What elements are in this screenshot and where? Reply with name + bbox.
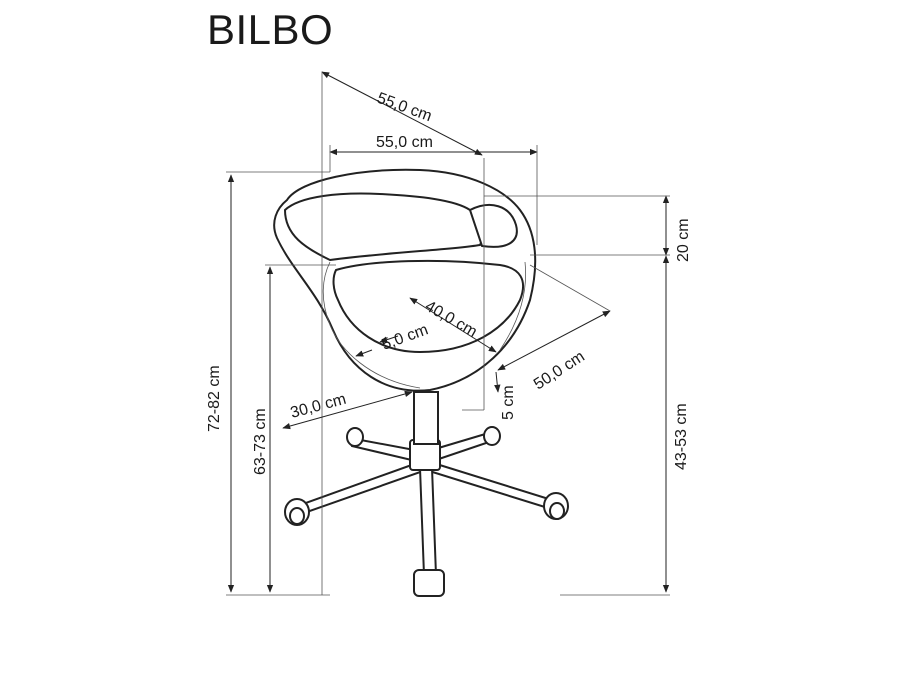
- dimension-lines: [226, 71, 670, 596]
- label-width: 55,0 cm: [376, 134, 433, 151]
- label-seat-width: 50,0 cm: [531, 348, 588, 393]
- gas-column: [413, 391, 439, 445]
- label-seat-height: 43-53 cm: [673, 403, 690, 470]
- label-base-radius: 30,0 cm: [289, 391, 348, 422]
- label-back-height: 20 cm: [675, 218, 692, 262]
- label-armrest-gap: 5 cm: [500, 385, 517, 420]
- label-depth-diag: 55,0 cm: [375, 90, 434, 125]
- label-total-height: 72-82 cm: [206, 365, 223, 432]
- chair-illustration: [273, 168, 569, 597]
- chair-base: [284, 426, 569, 597]
- product-title: BILBO: [207, 6, 334, 53]
- label-armrest-height: 63-73 cm: [252, 408, 269, 475]
